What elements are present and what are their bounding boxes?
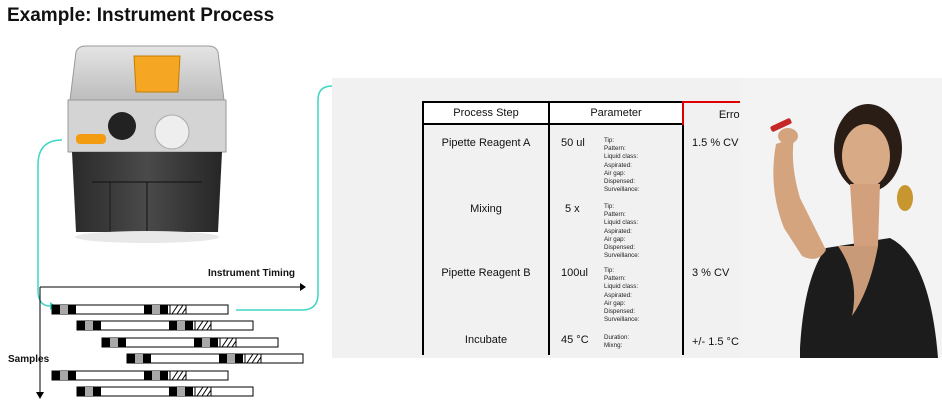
header-process-step: Process Step xyxy=(422,101,550,125)
table-divider xyxy=(422,125,424,355)
woman-with-marker-photo xyxy=(740,78,942,358)
instrument-timing-label: Instrument Timing xyxy=(208,268,296,279)
sample-timeline-2 xyxy=(76,320,254,331)
param-list: Tip:Pattern:Liquid class:Aspirated:Air g… xyxy=(604,267,640,324)
error-budget-value: 3 % CV xyxy=(692,267,730,279)
table-divider xyxy=(548,125,550,355)
param-list: Tip:Pattern:Liquid class:Aspirated:Air g… xyxy=(604,203,640,260)
step-pipette-reagent-b: Pipette Reagent B xyxy=(441,267,531,279)
table-divider xyxy=(682,125,684,355)
param-value: 45 °C xyxy=(561,334,589,346)
param-value: 100ul xyxy=(561,267,588,279)
samples-axis-label: Samples xyxy=(8,354,50,365)
step-mixing: Mixing xyxy=(470,203,502,215)
slide-title: Example: Instrument Process xyxy=(7,5,275,26)
analyzer-instrument-image xyxy=(67,45,227,243)
param-value: 5 x xyxy=(565,203,580,215)
step-incubate: Incubate xyxy=(464,334,508,346)
process-table: Process Step Parameter Error Budget Pipe… xyxy=(422,101,818,355)
param-value: 50 ul xyxy=(561,137,585,149)
param-list: Tip:Pattern:Liquid class:Aspirated:Air g… xyxy=(604,137,640,194)
sample-timeline-4 xyxy=(126,353,304,364)
header-parameter: Parameter xyxy=(548,101,684,125)
step-pipette-reagent-a: Pipette Reagent A xyxy=(441,137,531,149)
error-budget-value: 1.5 % CV xyxy=(692,137,739,149)
error-budget-value: +/- 1.5 °C xyxy=(692,336,739,348)
sample-timeline-6 xyxy=(76,386,254,397)
param-list: Duration:Mixng: xyxy=(604,334,630,350)
sample-timeline-5 xyxy=(51,370,229,381)
sample-timeline-3 xyxy=(101,337,279,348)
sample-timeline-1 xyxy=(51,304,229,315)
